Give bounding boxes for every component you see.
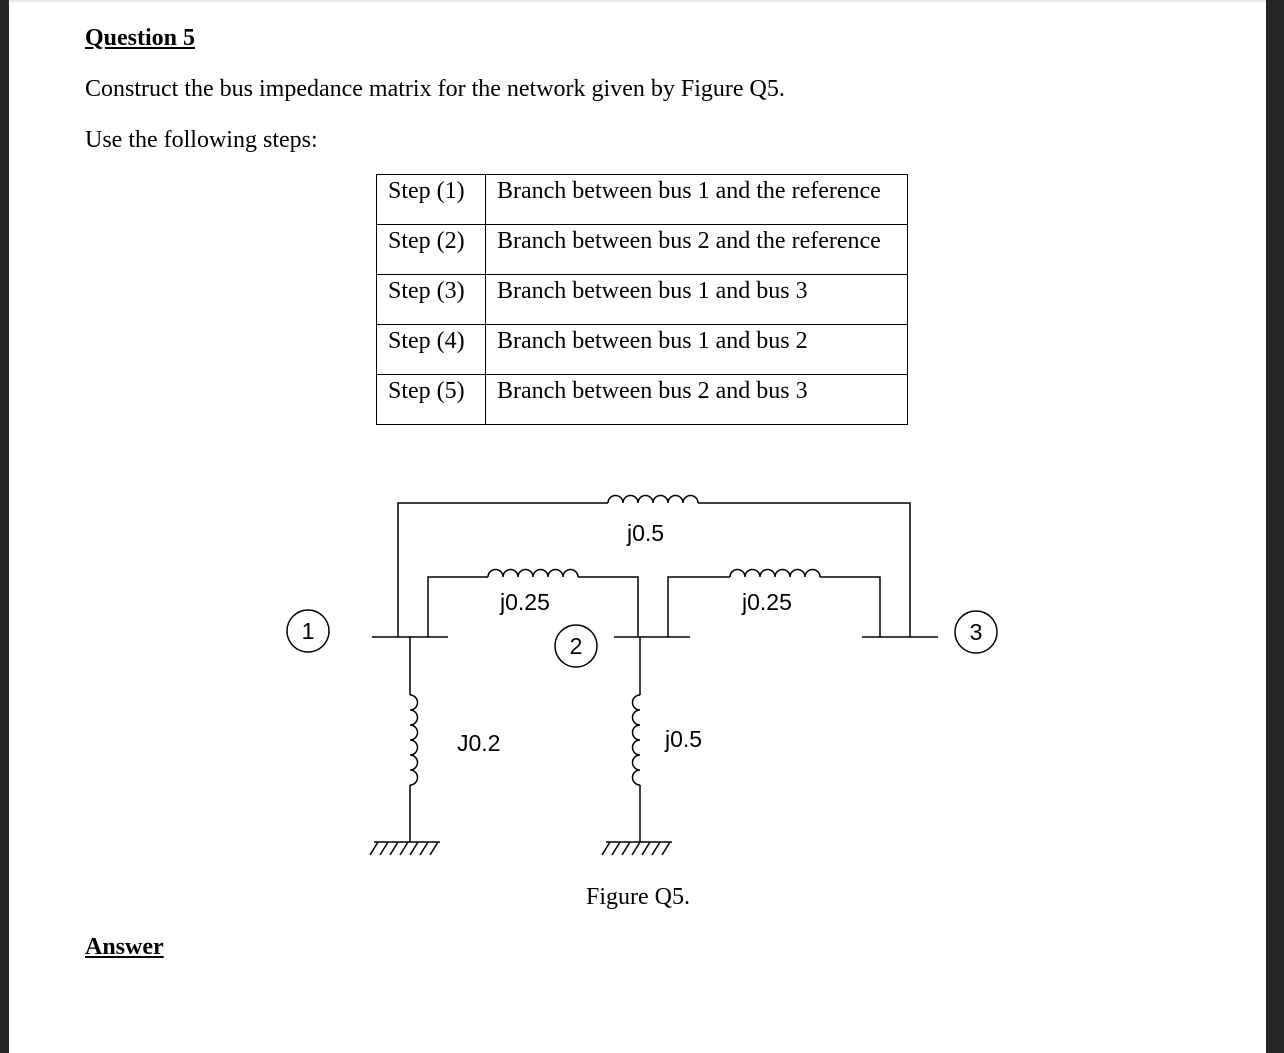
- question-title: Question 5: [85, 25, 196, 51]
- step-label: Step (5): [376, 374, 486, 425]
- step-branch: Branch between bus 2 and the reference: [485, 224, 908, 275]
- impedance-label-bus2-ref: j0.5: [664, 726, 702, 752]
- step-label: Step (1): [376, 174, 486, 225]
- table-row: Step (1) Branch between bus 1 and the re…: [376, 174, 908, 225]
- impedance-label-bus1-bus3: j0.5: [626, 520, 664, 546]
- top-edge-line: [9, 0, 1266, 2]
- left-dark-edge: [0, 0, 9, 1053]
- question-prompt: Construct the bus impedance matrix for t…: [85, 76, 785, 102]
- impedance-label-bus2-bus3: j0.25: [741, 589, 792, 615]
- inductor-coil-icon: [409, 694, 419, 786]
- bus-1-number: 1: [302, 618, 315, 644]
- bus-1-marker: [286, 609, 330, 653]
- steps-instruction: Use the following steps:: [85, 127, 318, 153]
- step-branch: Branch between bus 1 and bus 2: [485, 324, 908, 375]
- table-row: Step (2) Branch between bus 2 and the re…: [376, 224, 908, 275]
- inductor-coil-icon: [607, 494, 699, 504]
- step-label: Step (3): [376, 274, 486, 325]
- step-branch: Branch between bus 1 and the reference: [485, 174, 908, 225]
- answer-heading: Answer: [85, 934, 164, 960]
- table-row: Step (3) Branch between bus 1 and bus 3: [376, 274, 908, 325]
- inductor-coil-icon: [487, 568, 579, 578]
- table-row: Step (4) Branch between bus 1 and bus 2: [376, 324, 908, 375]
- step-label: Step (2): [376, 224, 486, 275]
- step-label: Step (4): [376, 324, 486, 375]
- step-branch: Branch between bus 1 and bus 3: [485, 274, 908, 325]
- bus-3-marker: [954, 610, 998, 654]
- inductor-coil-icon: [729, 568, 821, 578]
- branch-bus1-bus3: [397, 494, 911, 637]
- impedance-label-bus1-ref: J0.2: [457, 730, 500, 756]
- figure-caption: Figure Q5.: [586, 884, 690, 910]
- branch-bus2-bus3: [667, 568, 881, 637]
- branch-bus2-ref: [601, 637, 672, 856]
- bus-2-marker: [554, 624, 598, 668]
- steps-table: Step (1) Branch between bus 1 and the re…: [376, 174, 908, 425]
- bus-3-number: 3: [970, 619, 983, 645]
- inductor-coil-icon: [631, 694, 641, 786]
- step-branch: Branch between bus 2 and bus 3: [485, 374, 908, 425]
- branch-bus1-ref: [369, 637, 440, 856]
- ground-icon: [601, 841, 672, 856]
- bus-2-number: 2: [570, 633, 583, 659]
- table-row: Step (5) Branch between bus 2 and bus 3: [376, 374, 908, 425]
- right-dark-edge: [1266, 0, 1284, 1053]
- impedance-label-bus1-bus2: j0.25: [499, 589, 550, 615]
- branch-bus1-bus2: [427, 568, 639, 637]
- ground-icon: [369, 841, 440, 856]
